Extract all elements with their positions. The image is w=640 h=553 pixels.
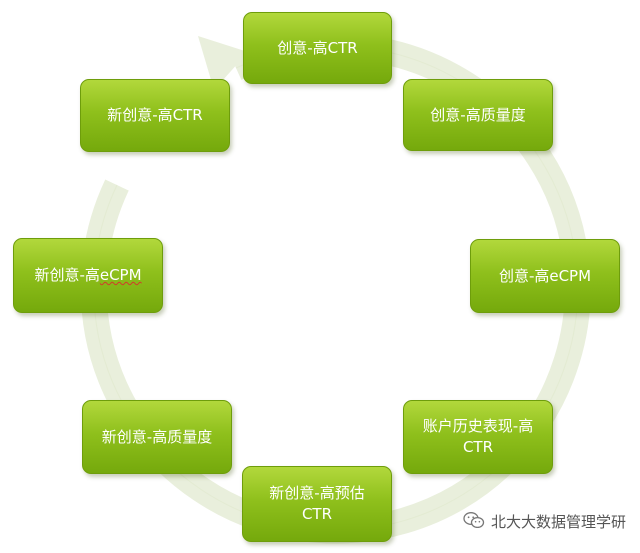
wechat-icon — [463, 511, 485, 533]
watermark: 北大大数据管理学研 — [463, 511, 626, 533]
node-label-underlined: eCPM — [99, 266, 142, 284]
node-new-creative-high-ecpm: 新创意-高 eCPM — [13, 238, 163, 313]
node-label-line2: CTR — [462, 438, 494, 456]
watermark-text: 北大大数据管理学研 — [490, 513, 626, 531]
node-label-line2: CTR — [301, 505, 333, 523]
node-creative-high-ctr: 创意-高CTR — [243, 12, 392, 84]
node-label: 新创意-高CTR — [107, 106, 203, 124]
node-label-line1: 新创意-高预估 — [269, 484, 365, 502]
node-label-prefix: 新创意-高 — [34, 266, 100, 284]
node-new-creative-high-ctr: 新创意-高CTR — [80, 79, 230, 152]
node-new-creative-high-quality: 新创意-高质量度 — [82, 400, 232, 474]
node-label: 创意-高eCPM — [498, 266, 592, 285]
node-label: 新创意-高质量度 — [101, 427, 213, 446]
node-creative-high-ecpm: 创意-高eCPM — [470, 239, 620, 313]
node-new-creative-predicted-ctr: 新创意-高预估 CTR — [242, 466, 392, 542]
node-label: 创意-高质量度 — [430, 105, 526, 124]
node-creative-high-quality: 创意-高质量度 — [403, 79, 553, 151]
node-account-history-ctr: 账户历史表现-高 CTR — [403, 400, 553, 474]
node-label-line1: 账户历史表现-高 — [422, 417, 534, 435]
node-label: 创意-高CTR — [277, 38, 358, 57]
cycle-arrowhead — [198, 36, 248, 90]
